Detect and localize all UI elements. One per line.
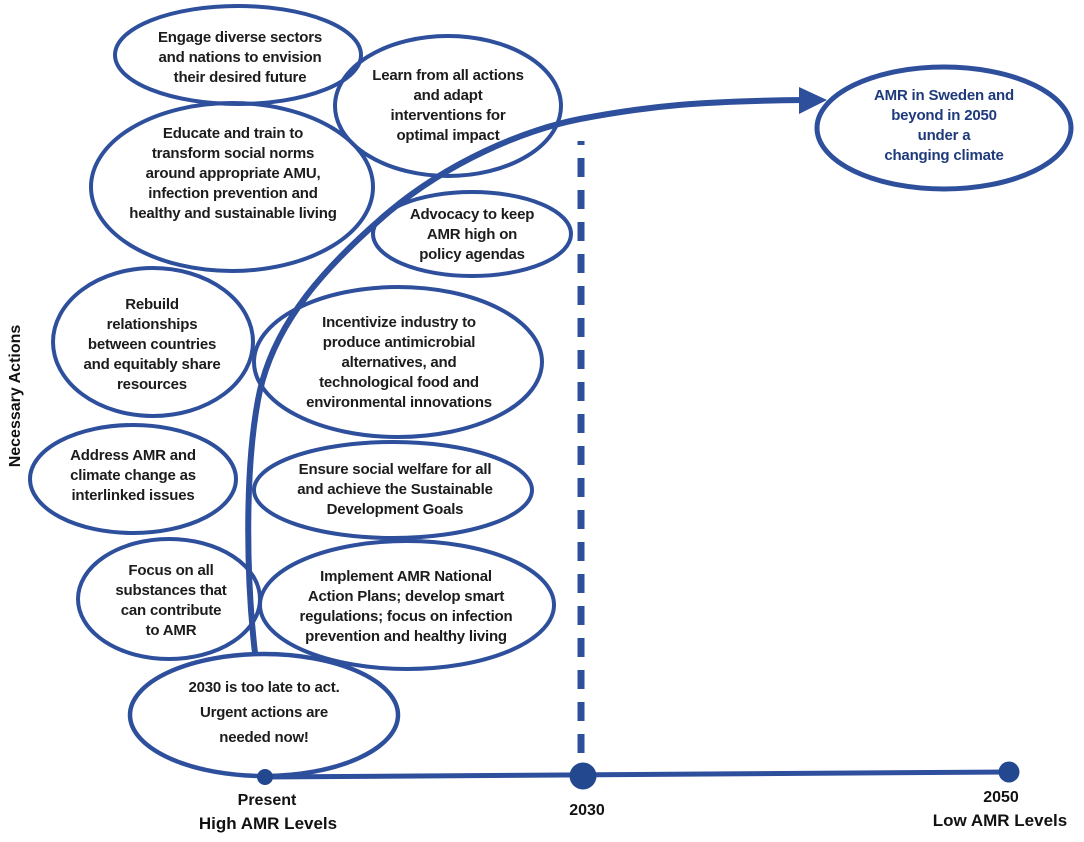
timeline-label-present: Present	[237, 792, 297, 809]
timeline-label-2050: 2050	[983, 789, 1019, 806]
bubble-ellipse-implement	[258, 539, 556, 671]
curve-arrowhead-icon	[799, 87, 827, 114]
bubble-ellipse-ensure	[252, 440, 534, 540]
timeline-label-2030: 2030	[569, 802, 605, 819]
bubble-ellipse-goal-2050	[814, 64, 1074, 192]
bubble-ellipse-address	[28, 423, 238, 535]
bubble-ellipse-engage	[113, 4, 363, 106]
timeline-dot-2030	[569, 762, 597, 790]
timeline-dot-2050	[998, 761, 1020, 783]
bubble-ellipse-incentivize	[252, 285, 544, 439]
timeline-dot-present	[257, 769, 273, 785]
timeline-label-high-amr: High AMR Levels	[198, 814, 338, 833]
timeline-axis	[262, 769, 1011, 780]
progress-curve	[245, 97, 809, 656]
bubble-ellipse-rebuild	[51, 266, 255, 418]
bubble-ellipse-too-late	[127, 651, 401, 779]
bubble-ellipse-advocacy	[371, 190, 573, 278]
bubble-ellipse-learn	[333, 34, 563, 178]
bubble-ellipse-focus	[76, 537, 262, 661]
y-axis-label: Necessary Actions	[7, 324, 24, 468]
timeline-label-low-amr: Low AMR Levels	[932, 811, 1068, 830]
bubble-ellipse-educate	[89, 101, 375, 273]
